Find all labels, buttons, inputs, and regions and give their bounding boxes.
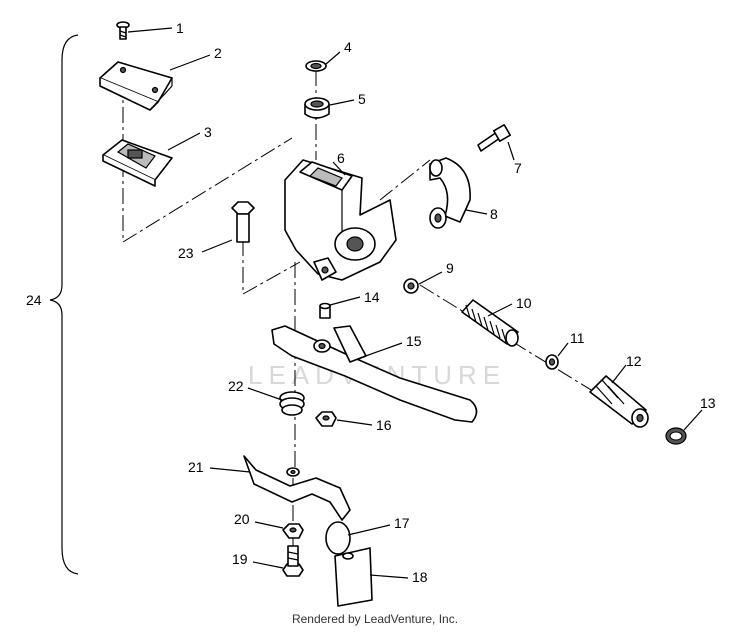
part-13-clip [665,427,687,445]
callout-20: 20 [234,511,250,527]
callout-labels: 1 2 3 4 5 6 7 8 9 10 11 12 13 14 15 16 1… [26,20,716,585]
part-7-bolt [477,124,511,152]
callout-18: 18 [412,569,428,585]
part-5-seal [304,97,330,119]
callout-6: 6 [337,150,345,166]
callout-14: 14 [364,289,380,305]
callout-15: 15 [406,333,422,349]
part-22-spring [279,391,305,416]
callout-17: 17 [394,515,410,531]
callout-19: 19 [232,551,248,567]
callout-10: 10 [516,295,532,311]
callout-21: 21 [188,459,204,475]
callout-12: 12 [626,353,642,369]
part-6-master-cylinder [284,159,397,281]
assembly-center-lines [122,70,641,560]
part-18-tag [334,547,373,607]
part-3-diaphragm [102,139,173,187]
callout-2: 2 [214,45,222,61]
callout-22: 22 [228,378,244,394]
part-17-ring [325,521,351,555]
part-12-piston [589,375,649,428]
callout-8: 8 [490,206,498,222]
part-23-bolt [231,201,255,243]
part-11-washer [545,354,559,370]
part-15-brake-lever [271,325,478,423]
callout-9: 9 [446,260,454,276]
callout-7: 7 [514,160,522,176]
callout-4: 4 [344,39,352,55]
part-2-cover [99,61,173,111]
callout-1: 1 [176,20,184,36]
exploded-parts-diagram: LEADVENTURE [26,20,716,607]
part-8-clamp [429,157,471,229]
part-16-nut [315,411,337,427]
callout-23: 23 [178,245,194,261]
part-21-bracket [243,455,351,521]
callout-16: 16 [376,417,392,433]
callout-5: 5 [358,91,366,107]
callout-11: 11 [570,330,585,346]
part-4-oring [305,60,327,72]
leader-lines [127,27,703,579]
part-10-spring [461,299,519,347]
callout-13: 13 [700,395,716,411]
assembly-bracket [49,34,79,575]
callout-3: 3 [204,124,212,140]
part-9-washer [403,278,419,294]
part-20-nut [282,523,304,539]
part-19-screw [282,545,304,577]
part-14-pin [319,302,331,319]
part-1-screw [116,21,130,40]
footer-credit: Rendered by LeadVenture, Inc. [291,612,459,626]
callout-24: 24 [26,292,42,308]
